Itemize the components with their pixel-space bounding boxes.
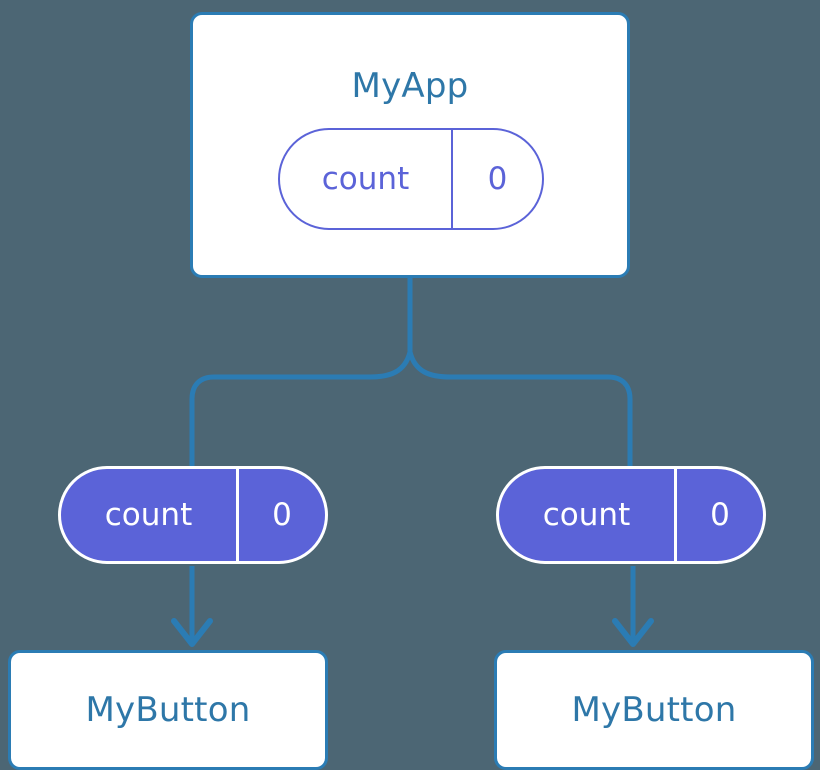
state-pill-child-right-key: count <box>499 469 677 561</box>
component-title-mybutton-left: MyButton <box>85 690 251 730</box>
state-pill-root-key: count <box>280 130 453 228</box>
component-box-mybutton-left[interactable]: MyButton <box>8 650 328 770</box>
component-box-mybutton-right[interactable]: MyButton <box>494 650 814 770</box>
state-pill-root[interactable]: count 0 <box>278 128 544 230</box>
state-pill-root-value: 0 <box>487 160 508 197</box>
component-title-myapp: MyApp <box>351 66 469 106</box>
arrow-left-head-icon <box>171 618 213 647</box>
state-pill-child-left[interactable]: count 0 <box>58 466 328 564</box>
state-pill-child-right-value: 0 <box>710 496 730 533</box>
component-title-mybutton-right: MyButton <box>571 690 737 730</box>
branch-left-line <box>189 351 413 468</box>
arrow-right-head-icon <box>612 618 654 647</box>
branch-right-line <box>407 351 633 468</box>
state-pill-child-left-value: 0 <box>272 496 292 533</box>
state-pill-child-right[interactable]: count 0 <box>496 466 766 564</box>
state-pill-child-left-key: count <box>61 469 239 561</box>
